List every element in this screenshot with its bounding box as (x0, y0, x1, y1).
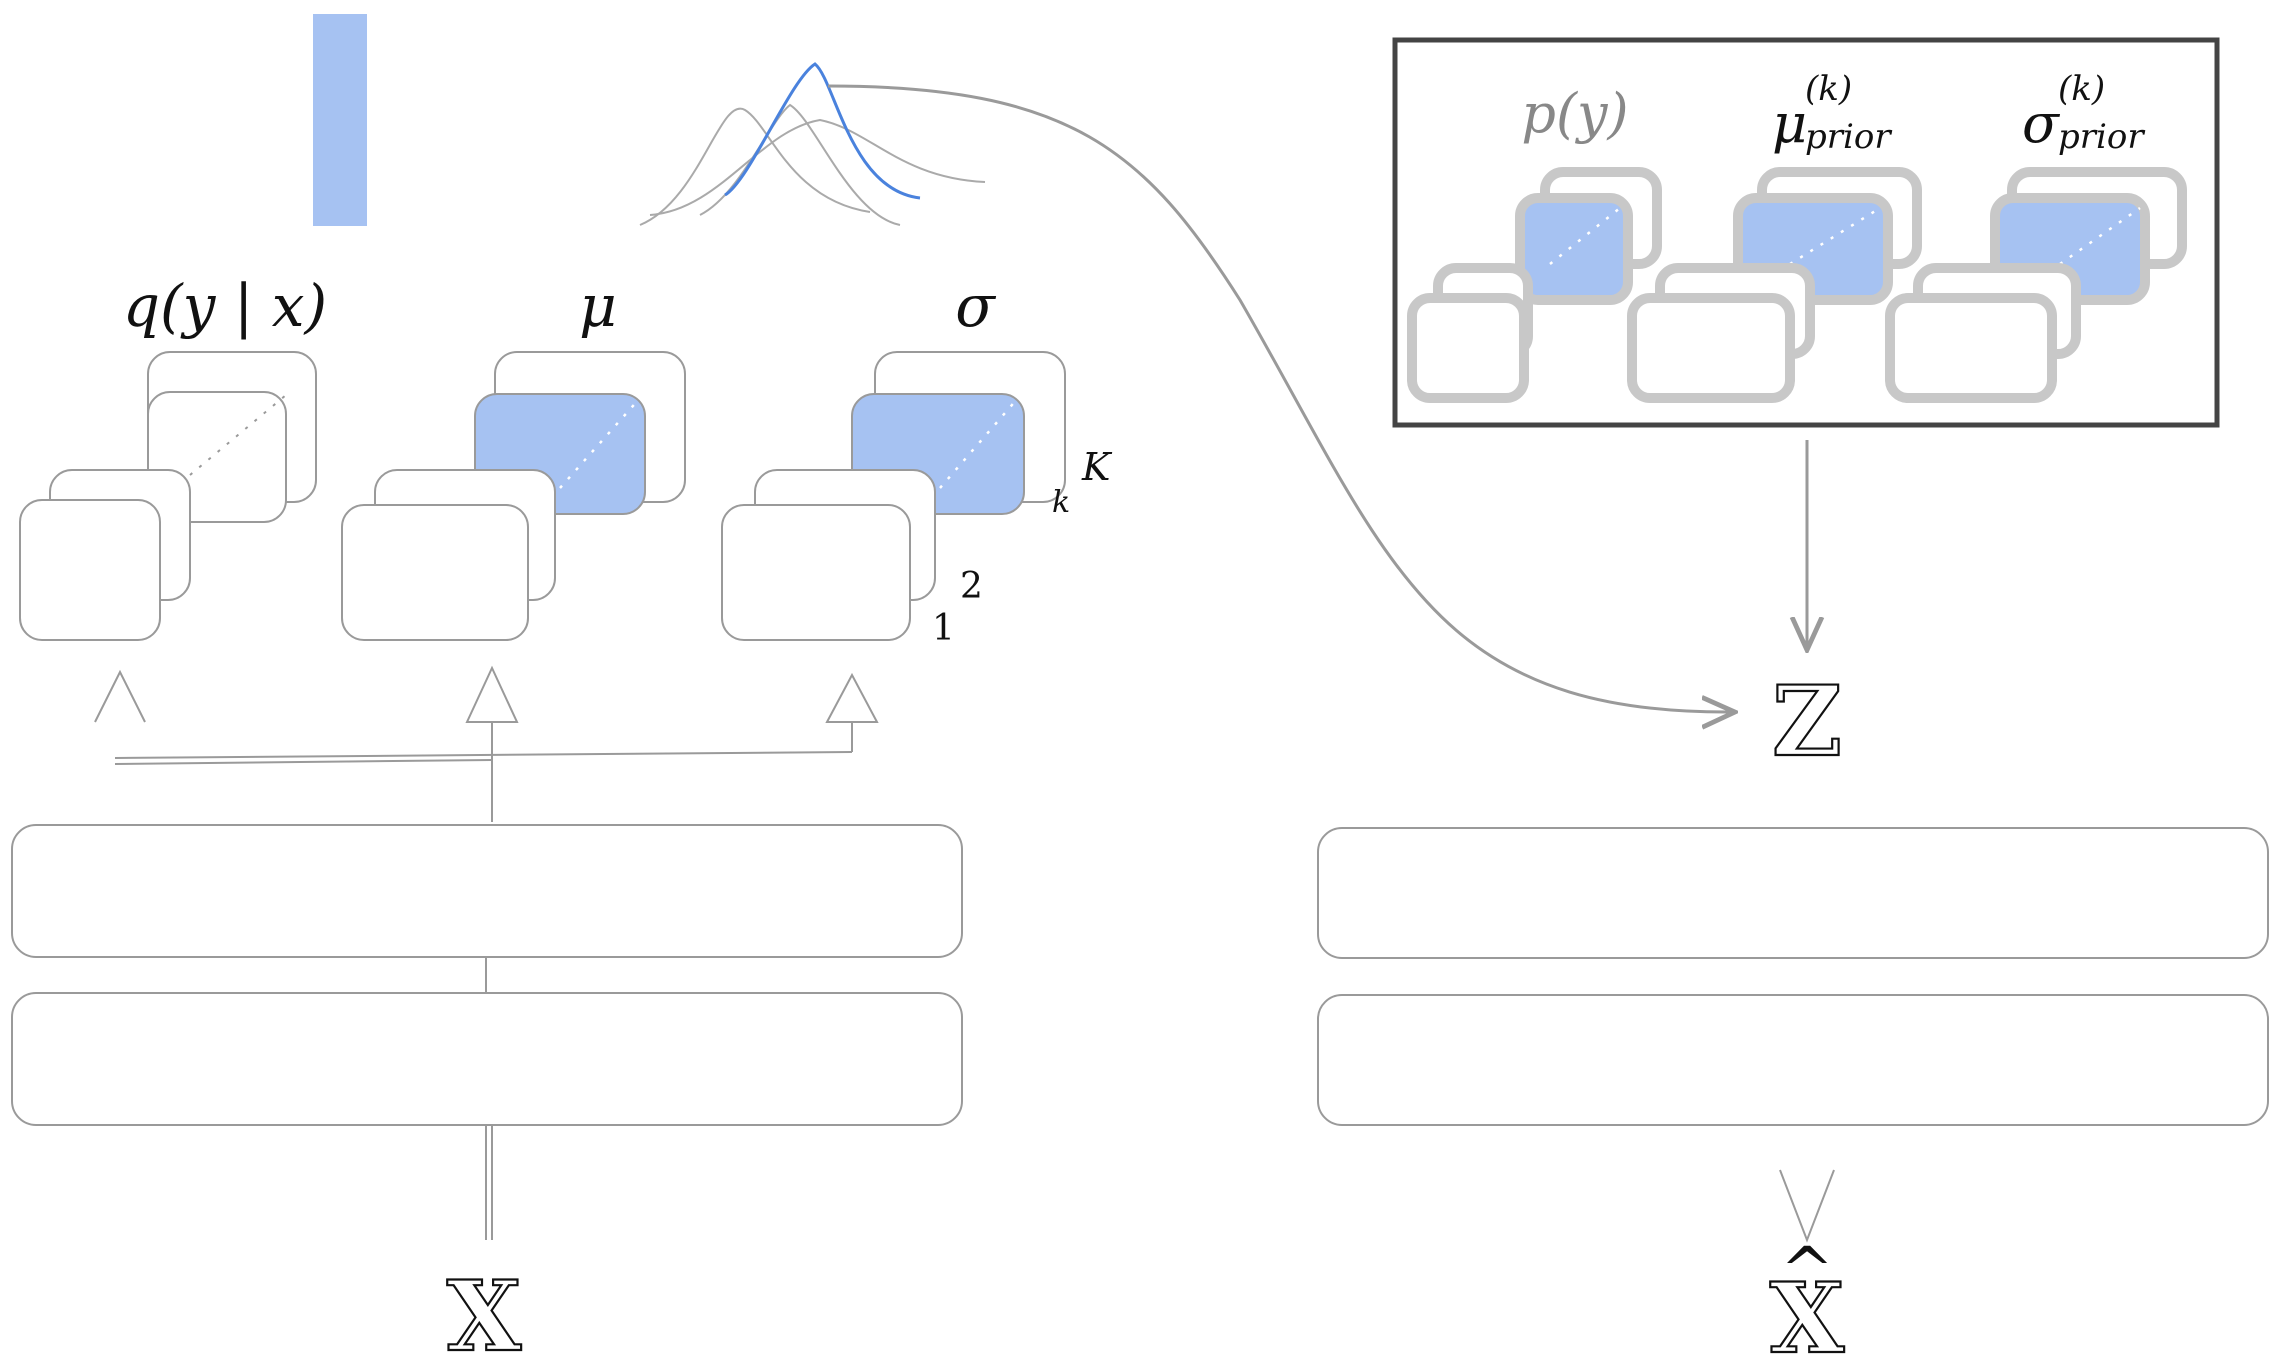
head-label-qyx: q(y | x) (123, 272, 327, 340)
prior-label-sigma: σ (k) prior (2022, 69, 2145, 157)
encoder-layer-upper (11, 824, 963, 958)
svg-text:μ: μ (1772, 92, 1807, 155)
decoder-output-arrow (1779, 1169, 1835, 1243)
prior-label-mu: μ (k) prior (1772, 69, 1892, 157)
prior-stack-mu (1627, 167, 1922, 403)
sample-curve-arrow (827, 84, 1735, 712)
svg-text:p(y): p(y) (1521, 82, 1628, 145)
gaussian-mixture-curves (639, 62, 986, 226)
decoder-layer-lower (1317, 994, 2269, 1126)
encoder-layer-lower (11, 992, 963, 1126)
encoder-spine (485, 957, 493, 1240)
head-label-mu: μ (579, 272, 617, 340)
decoder-layer-upper (1317, 827, 2269, 959)
svg-text:(k): (k) (1805, 69, 1852, 109)
latent-label-z: Z (1772, 665, 1842, 778)
head-stack-mu (341, 351, 686, 641)
prior-label-py: p(y) (1521, 82, 1628, 145)
svg-text:prior: prior (1805, 117, 1892, 157)
stack-index-upper-top: K (1081, 445, 1113, 489)
svg-text:σ: σ (2022, 92, 2061, 155)
stack-index-lower-sub: 1 (932, 608, 955, 649)
svg-text:prior: prior (2058, 117, 2145, 157)
categorical-bar (313, 14, 367, 226)
input-label-x: X (447, 1260, 522, 1369)
stack-index-upper-sub: k (1052, 485, 1070, 520)
head-arrows (94, 665, 879, 822)
svg-text:(k): (k) (2058, 69, 2105, 109)
output-label-xhat: X (1770, 1262, 1845, 1369)
output-accent-hat: ^ (1780, 1234, 1834, 1308)
head-stack-qyx (19, 351, 317, 641)
head-label-sigma: σ (955, 272, 996, 340)
prior-stack-py (1407, 167, 1662, 403)
head-stack-sigma (721, 351, 1066, 641)
prior-stack-sigma (1885, 167, 2187, 403)
stack-index-lower-top: 2 (960, 566, 983, 607)
